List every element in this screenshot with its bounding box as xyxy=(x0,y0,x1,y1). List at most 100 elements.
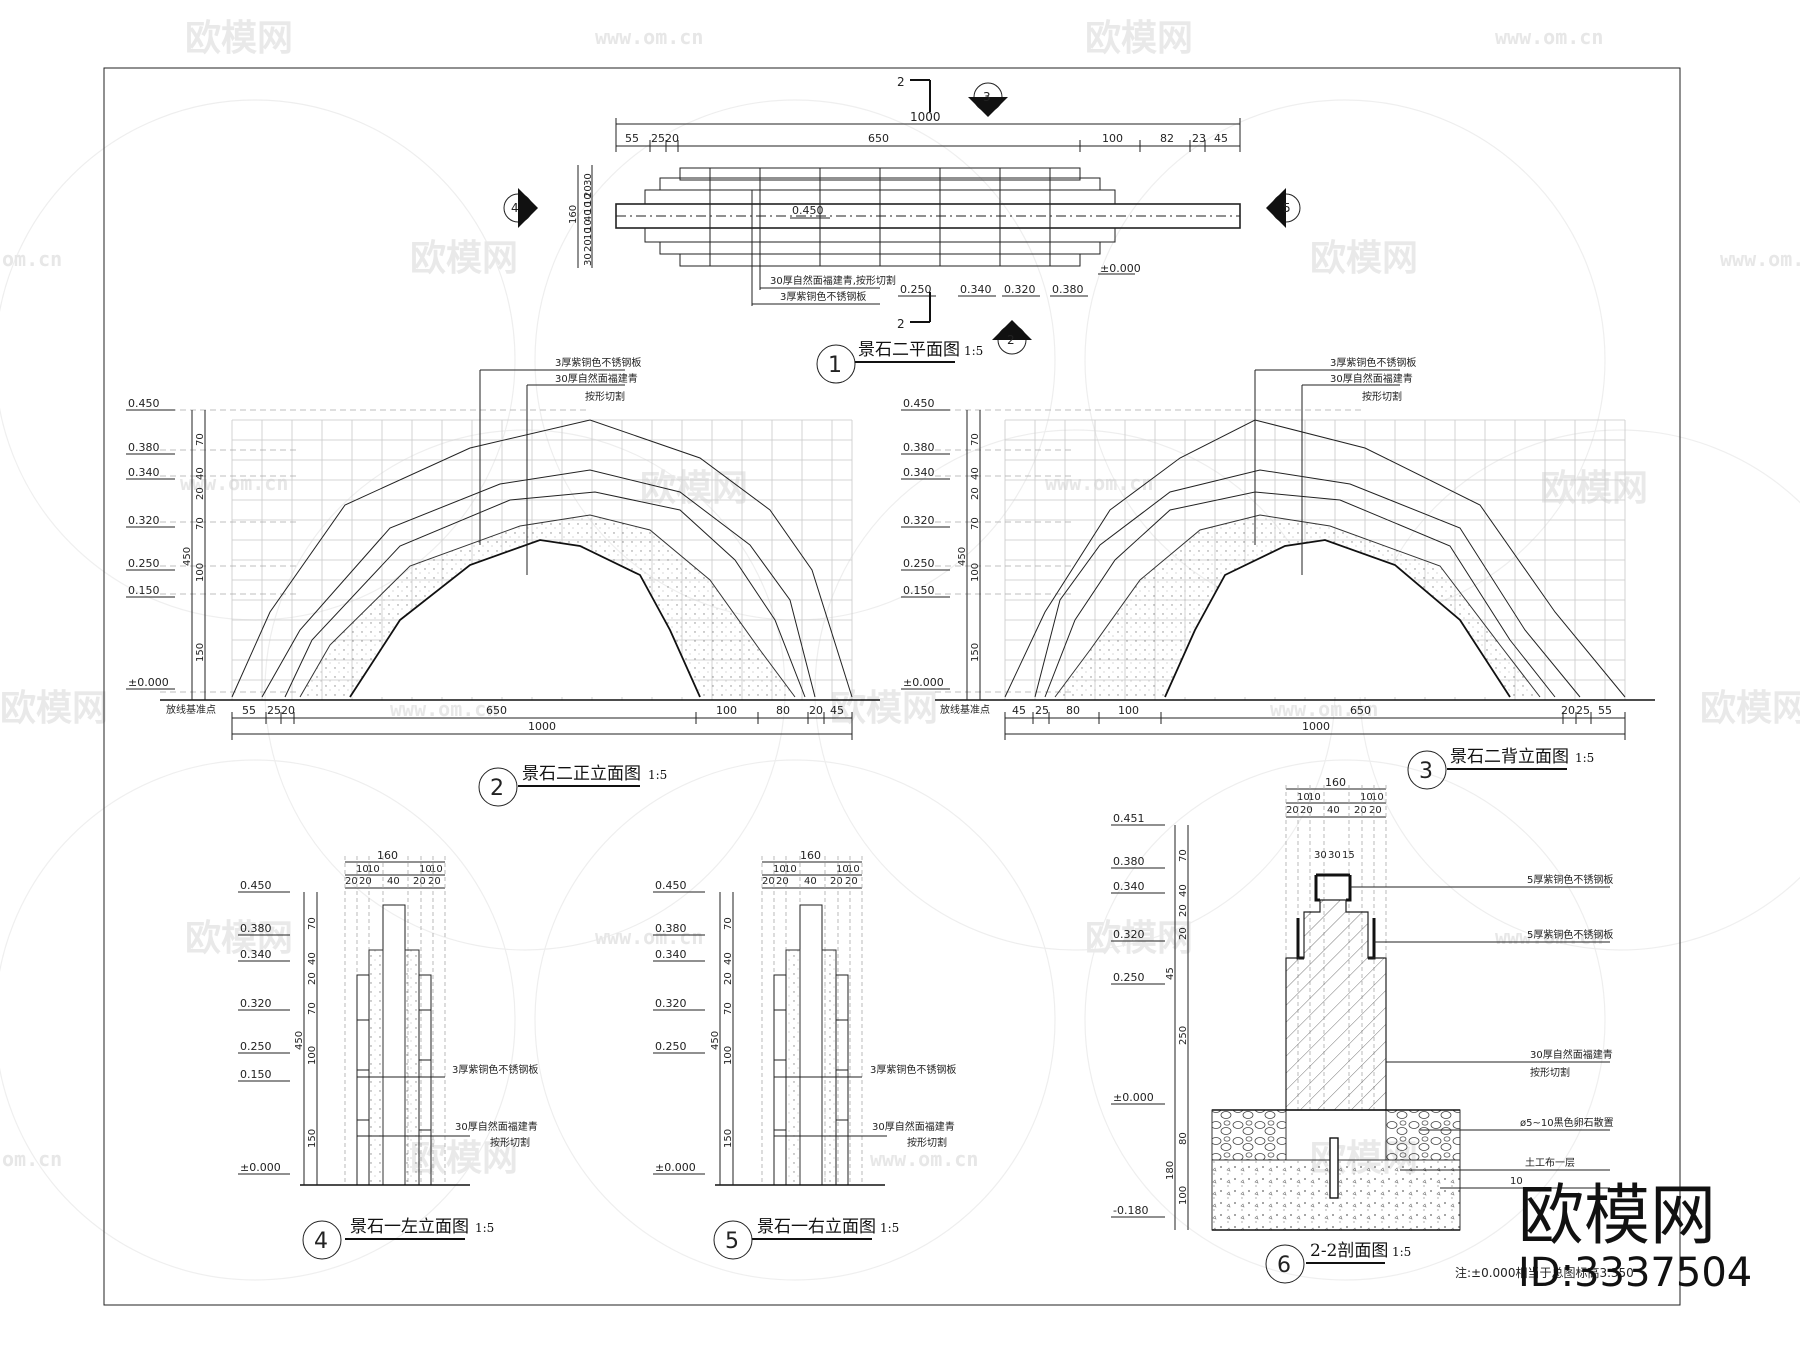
back-hdim: 20 xyxy=(1561,704,1575,717)
section-top-dim: 40 xyxy=(1327,805,1340,816)
left-vdim: 20 xyxy=(307,972,318,985)
back-base-label: 放线基准点 xyxy=(940,703,990,716)
section-top-dim: 20 xyxy=(1354,805,1367,816)
plan-note: 3厚紫铜色不锈钢板 xyxy=(780,290,866,303)
right-note: 按形切割 xyxy=(907,1136,947,1149)
brand-name: 欧模网 xyxy=(1518,1177,1716,1254)
watermark-logo: 欧模网 xyxy=(410,238,518,279)
section-note: 10 xyxy=(1510,1176,1523,1187)
left-vdim-total: 450 xyxy=(294,1031,305,1050)
right-elevation: 160 10 10 10 10 20 20 40 20 20 0.450 0.3… xyxy=(653,849,956,1260)
section-level: 0.320 xyxy=(1113,928,1145,941)
plan-left-dim: 10 xyxy=(583,193,594,206)
right-top-dim: 10 xyxy=(784,864,797,875)
front-level: 0.340 xyxy=(128,466,160,479)
section-top-dim: 20 xyxy=(1300,805,1313,816)
plan-title: 景石二平面图 xyxy=(858,340,960,360)
back-total: 1000 xyxy=(1302,720,1330,733)
back-vdim: 70 xyxy=(970,433,981,446)
front-level: 0.150 xyxy=(128,584,160,597)
left-top-dim: 10 xyxy=(367,864,380,875)
back-level: 0.340 xyxy=(903,466,935,479)
watermark-logo: 欧模网 xyxy=(410,1138,518,1179)
left-vdim: 70 xyxy=(307,917,318,930)
back-elevation: 0.450 0.380 0.340 0.320 0.250 0.150 ±0.0… xyxy=(901,356,1655,790)
watermark-logo: 欧模网 xyxy=(1540,468,1648,509)
front-hdim: 45 xyxy=(830,704,844,717)
section-vdim: 100 xyxy=(1178,1186,1189,1205)
left-level: 0.150 xyxy=(240,1068,272,1081)
section-vdim: 20 xyxy=(1178,927,1189,940)
right-top-dim: 20 xyxy=(776,876,789,887)
front-note: 30厚自然面福建青 xyxy=(555,372,638,385)
right-scale: 1:5 xyxy=(880,1221,899,1235)
section-top-dim-total: 160 xyxy=(1325,776,1346,789)
section-level: ±0.000 xyxy=(1113,1091,1154,1104)
left-level: 0.250 xyxy=(240,1040,272,1053)
plan-level-base: ±0.000 xyxy=(1100,262,1141,275)
front-level: 0.250 xyxy=(128,557,160,570)
plan-top-dim: 23 xyxy=(1192,132,1206,145)
right-vdim: 70 xyxy=(723,1002,734,1015)
right-top-dim-total: 160 xyxy=(800,849,821,862)
section-level: 0.451 xyxy=(1113,812,1145,825)
watermark-url: www.om.cn xyxy=(390,697,498,721)
plan-top-dim: 20 xyxy=(665,132,679,145)
right-level: 0.340 xyxy=(655,948,687,961)
section-vdim: 250 xyxy=(1178,1026,1189,1045)
right-vdim: 100 xyxy=(723,1046,734,1065)
plan-left-dim: 30 xyxy=(583,253,594,266)
front-title-number: 2 xyxy=(490,776,504,801)
plan-scale: 1:5 xyxy=(964,344,983,358)
plan-view: 2 3 1000 55 25 20 650 100 82 23 45 30 20… xyxy=(503,75,1301,384)
back-note: 3厚紫铜色不锈钢板 xyxy=(1330,356,1416,369)
back-vdim-total: 450 xyxy=(957,547,968,566)
left-note: 3厚紫铜色不锈钢板 xyxy=(452,1063,538,1076)
front-vdim: 150 xyxy=(195,643,206,662)
watermark-url: www.om.cn xyxy=(1495,25,1603,49)
left-scale: 1:5 xyxy=(475,1221,494,1235)
left-vdim: 100 xyxy=(307,1046,318,1065)
plan-total-dim: 1000 xyxy=(910,110,941,124)
back-note: 30厚自然面福建青 xyxy=(1330,372,1413,385)
watermark-logo: 欧模网 xyxy=(1310,238,1418,279)
section-title: 2-2剖面图 xyxy=(1310,1241,1388,1261)
right-top-dim: 10 xyxy=(836,864,849,875)
section-top-dim: 10 xyxy=(1360,792,1373,803)
right-vdim: 20 xyxy=(723,972,734,985)
section-vdim: 20 xyxy=(1178,904,1189,917)
front-level: 0.320 xyxy=(128,514,160,527)
brand-id: ID:3337504 xyxy=(1518,1250,1752,1296)
front-hdim: 25 xyxy=(267,704,281,717)
section-mid-dim: 30 xyxy=(1314,850,1327,861)
back-hdim: 80 xyxy=(1066,704,1080,717)
watermark-logo: 欧模网 xyxy=(0,688,108,729)
section-vdim: 80 xyxy=(1178,1132,1189,1145)
front-hdim: 100 xyxy=(716,704,737,717)
plan-level-bottom: 0.380 xyxy=(1052,283,1084,296)
section-vdim: 70 xyxy=(1178,849,1189,862)
right-title-number: 5 xyxy=(725,1229,739,1254)
plan-top-dim: 650 xyxy=(868,132,889,145)
plan-title-number: 1 xyxy=(828,353,842,378)
left-title: 景石一左立面图 xyxy=(350,1217,469,1237)
section-top-dim: 10 xyxy=(1297,792,1310,803)
front-level: ±0.000 xyxy=(128,676,169,689)
section-mid-dim: 15 xyxy=(1342,850,1355,861)
front-hdim: 55 xyxy=(242,704,256,717)
plan-view-mark-2: 2 xyxy=(1007,333,1015,347)
front-hdim: 20 xyxy=(809,704,823,717)
plan-top-dim: 82 xyxy=(1160,132,1174,145)
back-title-number: 3 xyxy=(1419,759,1433,784)
section-note: ø5~10黑色卵石散置 xyxy=(1520,1116,1614,1129)
right-level: ±0.000 xyxy=(655,1161,696,1174)
left-top-dim: 10 xyxy=(356,864,369,875)
right-level: 0.320 xyxy=(655,997,687,1010)
section-vdim: 180 xyxy=(1165,1161,1176,1180)
plan-left-dim: 10 xyxy=(583,227,594,240)
right-title: 景石一右立面图 xyxy=(757,1217,876,1237)
section-mid-dim: 30 xyxy=(1328,850,1341,861)
right-top-dim: 20 xyxy=(830,876,843,887)
section-vdim: 40 xyxy=(1178,884,1189,897)
plan-level-bottom: 0.340 xyxy=(960,283,992,296)
